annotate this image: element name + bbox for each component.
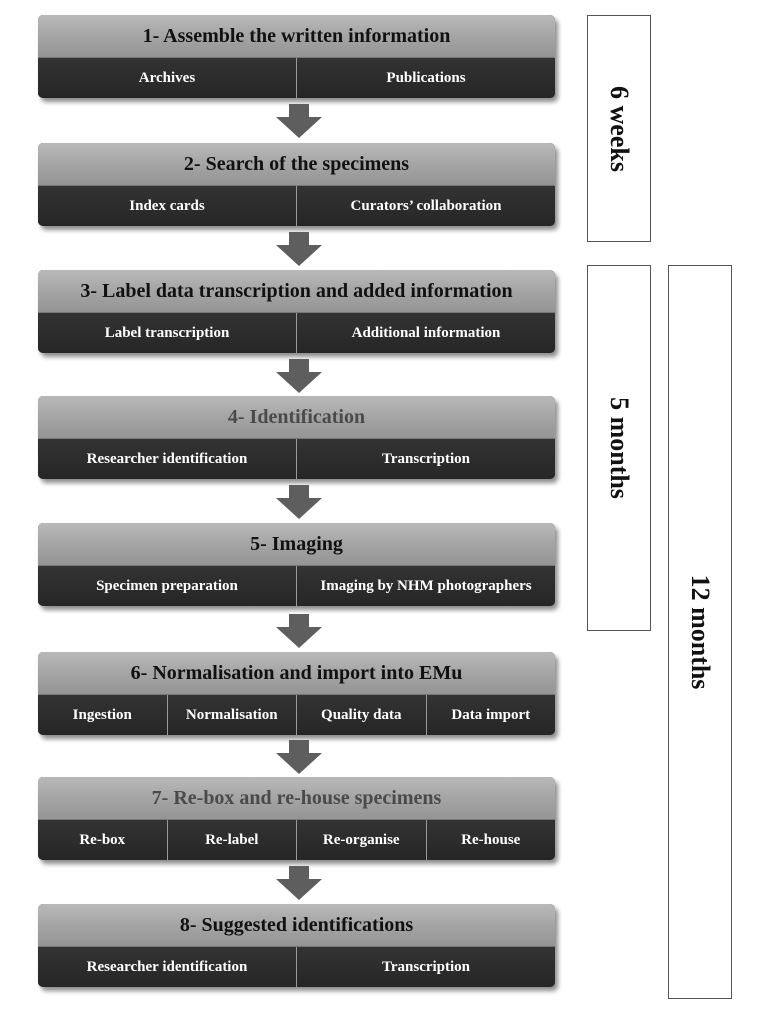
step-6-box: 6- Normalisation and import into EMu Ing… — [38, 652, 555, 735]
step-5-box: 5- Imaging Specimen preparation Imaging … — [38, 523, 555, 606]
step-4-box: 4- Identification Researcher identificat… — [38, 396, 555, 479]
step-7-task-re-house: Re-house — [425, 820, 555, 860]
step-2-task-curators-collaboration: Curators’ collaboration — [296, 186, 555, 226]
step-8-tasks: Researcher identification Transcription — [38, 947, 555, 987]
flow-arrow-3-to-4 — [276, 359, 322, 393]
step-3-task-additional-information: Additional information — [296, 313, 555, 353]
step-8-title: 8- Suggested identifications — [38, 904, 555, 947]
flow-arrow-2-to-3 — [276, 232, 322, 266]
period-twelve-months-label: 12 months — [686, 574, 715, 690]
step-6-task-quality-data: Quality data — [296, 695, 426, 735]
step-1-title: 1- Assemble the written information — [38, 15, 555, 58]
step-8-task-researcher-identification: Researcher identification — [38, 947, 296, 987]
step-1-box: 1- Assemble the written information Arch… — [38, 15, 555, 98]
step-1-task-publications: Publications — [296, 58, 555, 98]
period-twelve-months-box: 12 months — [668, 265, 732, 999]
step-5-tasks: Specimen preparation Imaging by NHM phot… — [38, 566, 555, 606]
step-7-box: 7- Re-box and re-house specimens Re-box … — [38, 777, 555, 860]
step-3-box: 3- Label data transcription and added in… — [38, 270, 555, 353]
step-4-task-transcription: Transcription — [296, 439, 555, 479]
period-five-months-label: 5 months — [605, 397, 634, 499]
period-six-weeks-label: 6 weeks — [605, 85, 634, 172]
step-5-task-specimen-preparation: Specimen preparation — [38, 566, 296, 606]
step-3-task-label-transcription: Label transcription — [38, 313, 296, 353]
step-5-task-imaging-by-nhm-photographers: Imaging by NHM photographers — [296, 566, 555, 606]
step-2-box: 2- Search of the specimens Index cards C… — [38, 143, 555, 226]
step-8-task-transcription: Transcription — [296, 947, 555, 987]
step-7-tasks: Re-box Re-label Re-organise Re-house — [38, 820, 555, 860]
flow-arrow-6-to-7 — [276, 740, 322, 774]
step-2-tasks: Index cards Curators’ collaboration — [38, 186, 555, 226]
step-2-task-index-cards: Index cards — [38, 186, 296, 226]
step-7-task-re-organise: Re-organise — [296, 820, 426, 860]
period-five-months-box: 5 months — [587, 265, 651, 631]
step-3-tasks: Label transcription Additional informati… — [38, 313, 555, 353]
step-3-title: 3- Label data transcription and added in… — [38, 270, 555, 313]
step-7-task-re-label: Re-label — [166, 820, 296, 860]
step-6-task-normalisation: Normalisation — [166, 695, 296, 735]
step-7-title: 7- Re-box and re-house specimens — [38, 777, 555, 820]
step-8-box: 8- Suggested identifications Researcher … — [38, 904, 555, 987]
step-6-tasks: Ingestion Normalisation Quality data Dat… — [38, 695, 555, 735]
step-2-title: 2- Search of the specimens — [38, 143, 555, 186]
flow-arrow-5-to-6 — [276, 614, 322, 648]
step-6-task-data-import: Data import — [425, 695, 555, 735]
step-4-title: 4- Identification — [38, 396, 555, 439]
period-six-weeks-box: 6 weeks — [587, 15, 651, 242]
flow-arrow-4-to-5 — [276, 485, 322, 519]
step-4-tasks: Researcher identification Transcription — [38, 439, 555, 479]
step-6-title: 6- Normalisation and import into EMu — [38, 652, 555, 695]
step-7-task-re-box: Re-box — [38, 820, 167, 860]
flow-arrow-1-to-2 — [276, 104, 322, 138]
step-4-task-researcher-identification: Researcher identification — [38, 439, 296, 479]
flow-arrow-7-to-8 — [276, 866, 322, 900]
step-1-tasks: Archives Publications — [38, 58, 555, 98]
step-5-title: 5- Imaging — [38, 523, 555, 566]
step-1-task-archives: Archives — [38, 58, 296, 98]
step-6-task-ingestion: Ingestion — [38, 695, 167, 735]
